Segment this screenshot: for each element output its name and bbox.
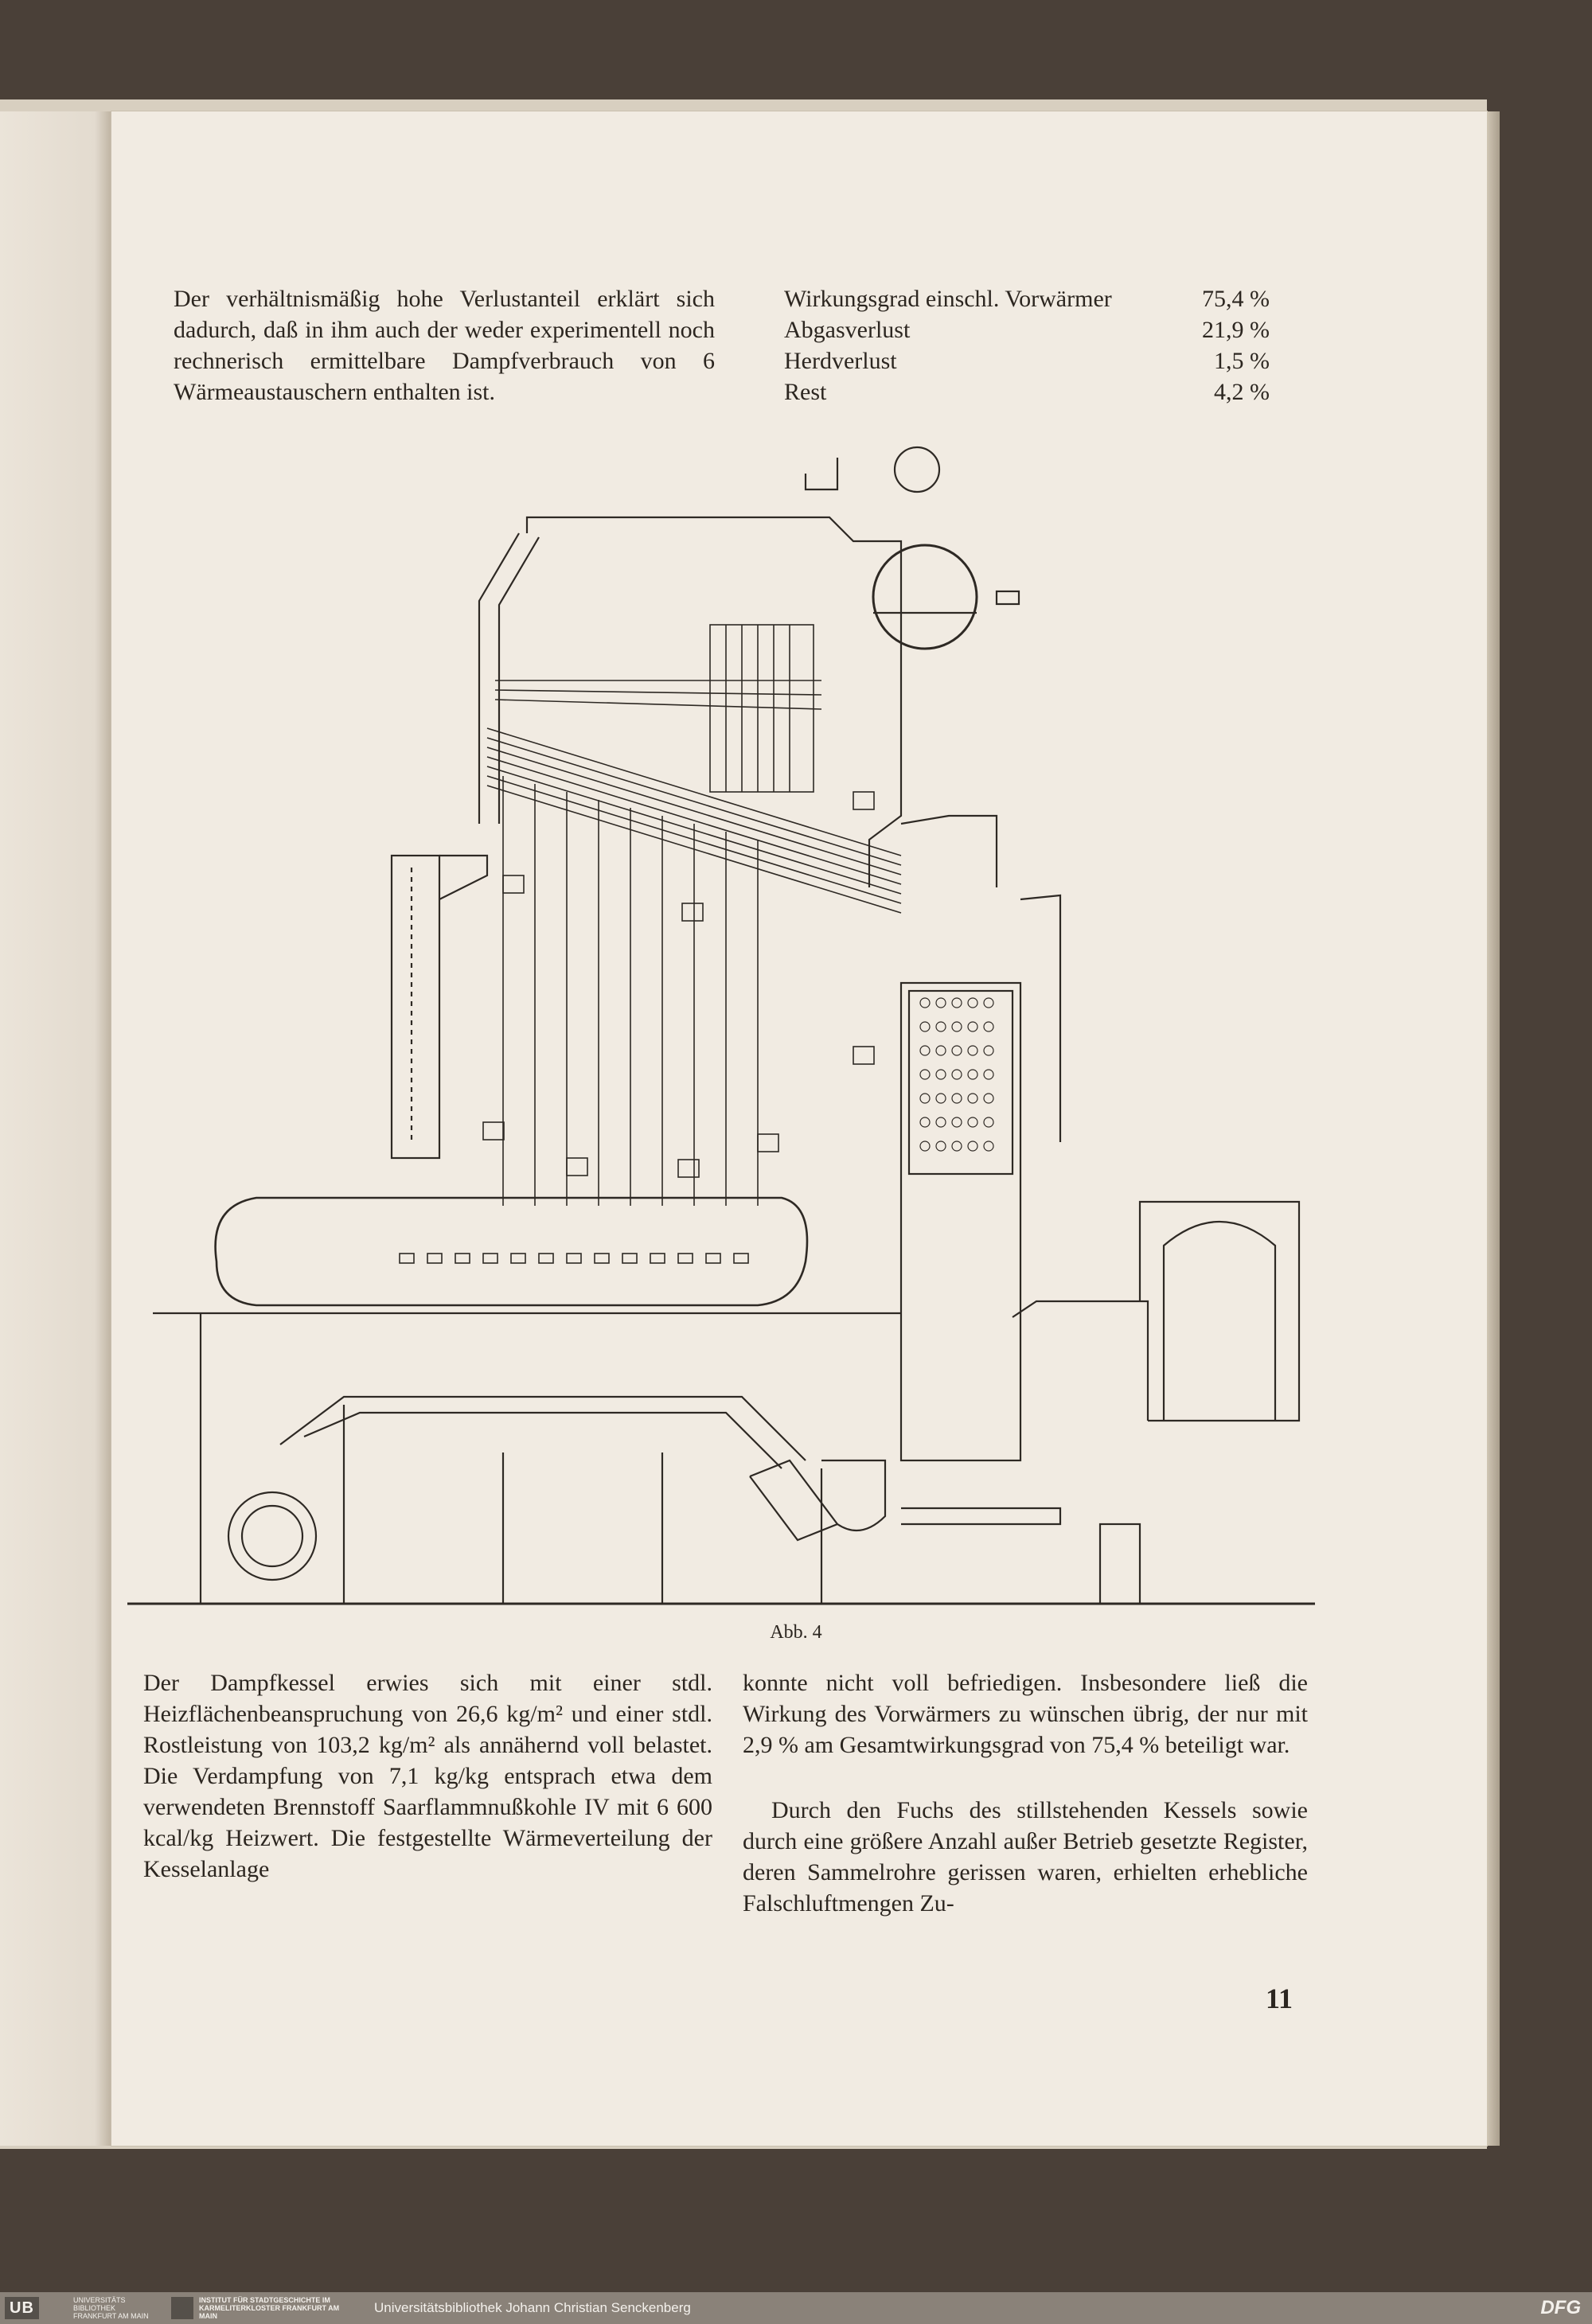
efficiency-value: 75,4 %	[1202, 286, 1270, 312]
left-page-gutter	[0, 111, 111, 2146]
figure-caption: Abb. 4	[770, 1622, 822, 1643]
dfg-logo: DFG	[1540, 2297, 1581, 2318]
efficiency-label: Rest	[784, 379, 827, 405]
efficiency-label: Wirkungsgrad einschl. Vorwärmer	[784, 286, 1112, 312]
library-name: Universitätsbibliothek Johann Christian …	[374, 2300, 691, 2315]
intro-paragraph: Der verhältnismäßig hohe Verlustanteil e…	[174, 286, 715, 405]
right-column-paragraph-1: konnte nicht voll befriedigen. Insbesond…	[743, 1670, 1308, 1758]
efficiency-table: Wirkungsgrad einschl. Vorwärmer 75,4 % A…	[784, 283, 1270, 407]
page-number: 11	[1266, 1983, 1294, 2014]
left-column-text: Der Dampfkessel erwies sich mit einer st…	[143, 1670, 712, 1882]
efficiency-value: 21,9 %	[1202, 317, 1270, 343]
ub-logo: UB	[5, 2297, 39, 2319]
institute-logo-text: INSTITUT FÜR STADTGESCHICHTE IM KARMELIT…	[199, 2296, 340, 2320]
efficiency-value: 4,2 %	[1214, 379, 1270, 405]
efficiency-row: Wirkungsgrad einschl. Vorwärmer 75,4 %	[784, 283, 1270, 314]
footer-bar: UB UNIVERSITÄTS BIBLIOTHEK FRANKFURT AM …	[0, 2292, 1592, 2324]
boiler-cross-section-drawing	[105, 442, 1331, 1616]
efficiency-row: Rest 4,2 %	[784, 376, 1270, 407]
efficiency-label: Herdverlust	[784, 348, 897, 374]
institute-logo-icon	[171, 2297, 193, 2319]
efficiency-label: Abgasverlust	[784, 317, 911, 343]
efficiency-value: 1,5 %	[1214, 348, 1270, 374]
efficiency-row: Herdverlust 1,5 %	[784, 345, 1270, 376]
efficiency-row: Abgasverlust 21,9 %	[784, 314, 1270, 345]
right-column-paragraph-2: Durch den Fuchs des stillstehenden Kesse…	[743, 1797, 1308, 1917]
ub-logo-text: UNIVERSITÄTS BIBLIOTHEK FRANKFURT AM MAI…	[73, 2296, 149, 2320]
book-page	[111, 111, 1487, 2146]
page-edge	[1487, 111, 1500, 2146]
